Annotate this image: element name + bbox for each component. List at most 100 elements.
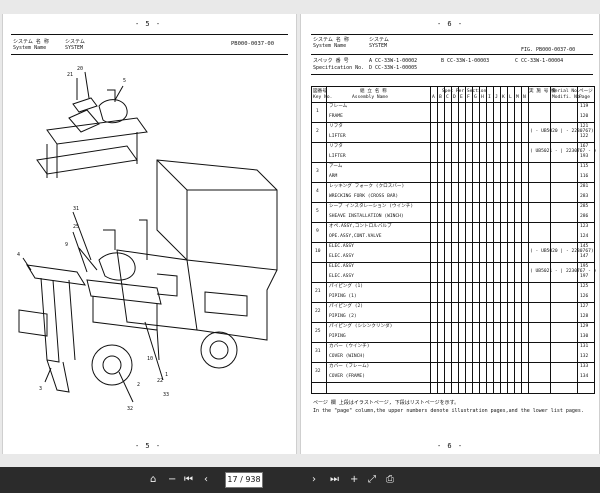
spec-col-j: J (495, 95, 498, 100)
spec-col-d: D (453, 95, 456, 100)
chevron-left-icon[interactable]: ‹ (204, 474, 208, 485)
col-line (550, 87, 551, 393)
row-2-en: LIFTER (329, 134, 346, 139)
header-key-jp: 図番号 (313, 89, 327, 94)
header-serial-jp: 実 施 号 機 (529, 89, 556, 94)
viewer-toolbar: ⌂ − ⏮ ‹ 17 / 938 › ⏭ + ⤢ ⎙ (0, 467, 600, 493)
row-14-key: 32 (315, 369, 321, 374)
row-6-page-list: 286 (580, 214, 589, 219)
header-page-jp: ページ (579, 89, 593, 94)
last-page-icon[interactable]: ⏭ (330, 474, 339, 485)
row-5-key: 4 (316, 189, 319, 194)
row-7-jp: オペ.ASSY,コントロルバルブ (329, 224, 392, 229)
row-8-page-list: 147 (580, 254, 589, 259)
parts-table: 図番号 Key No. 組 立 名 称 Assembly Name Spec P… (311, 86, 597, 394)
zoom-out-icon[interactable]: − (168, 474, 177, 485)
row-divider (312, 322, 594, 323)
col-line (479, 87, 480, 393)
col-line (493, 87, 494, 393)
row-14-jp: カバー (フレーム) (329, 364, 370, 369)
right-page: - 6 - システム 名 称 System Name システム SYSTEM F… (300, 14, 600, 454)
spec-c: C CC-33W-1-00004 (515, 58, 564, 64)
print-icon[interactable]: ⎙ (386, 474, 394, 485)
callout-25: 25 (73, 224, 79, 230)
col-line (500, 87, 501, 393)
header-modif: Modifi. No. (552, 95, 583, 100)
header-key-en: Key No. (313, 95, 333, 100)
col-line (326, 87, 327, 393)
page-number-bottom: - 6 - (437, 442, 464, 450)
row-8-jp: ELEC.ASSY (329, 244, 354, 249)
col-line (444, 87, 445, 393)
row-11-key: 22 (315, 309, 321, 314)
row-1-jp: フレーム (329, 104, 348, 109)
zoom-in-icon[interactable]: + (350, 474, 359, 485)
row-3-serial: ( UB5021 - | 2230767 - ) (530, 149, 597, 154)
row-divider (312, 302, 594, 303)
row-10-jp: パイピング (1) (329, 284, 364, 289)
header-serial-en: Serial No. (552, 89, 580, 94)
callout-22: 22 (157, 378, 163, 384)
row-11-page-list: 128 (580, 314, 589, 319)
row-10-page-list: 126 (580, 294, 589, 299)
system-name-en: System Name (13, 45, 47, 51)
row-9-page-list: 197 (580, 274, 589, 279)
row-5-en: WRECKING FORK (CROSS BAR) (329, 194, 399, 199)
row-13-jp: カバー (ウインチ) (329, 344, 370, 349)
row-1-en: FRAME (329, 114, 343, 119)
col-line (514, 87, 515, 393)
doc-code: PB000-0037-00 (231, 41, 275, 47)
row-6-jp: シーブ インスタレーション (ウインチ) (329, 204, 414, 209)
system-name-en: System Name (313, 43, 347, 49)
system-name-jp: システム 名 称 (13, 39, 49, 45)
callout-3: 3 (39, 386, 42, 392)
callout-4: 4 (17, 252, 20, 258)
spec-rule (311, 54, 593, 55)
fit-page-icon[interactable]: ⤢ (368, 474, 376, 485)
page-number-top: - 6 - (437, 20, 464, 28)
exploded-view-illustration: 20 21 5 31 9 4 25 10 1 2 32 3 22 33 (17, 66, 278, 412)
row-divider (312, 122, 594, 123)
row-7-en: OPE.ASSY,CONT.VALVE (329, 234, 382, 239)
row-4-en: ARM (329, 174, 338, 179)
home-icon[interactable]: ⌂ (150, 474, 157, 485)
row-divider (312, 242, 594, 243)
spec-col-k: K (502, 95, 505, 100)
col-line (437, 87, 438, 393)
row-4-page-illus: 115 (580, 164, 589, 169)
row-7-page-list: 124 (580, 234, 589, 239)
row-5-jp: レッキング フォーク (クロスバー) (329, 184, 405, 189)
row-3-page-list: 193 (580, 154, 589, 159)
callout-5: 5 (123, 78, 126, 84)
spec-number-en: Specification No. (313, 65, 365, 71)
row-7-page-illus: 123 (580, 224, 589, 229)
row-divider (312, 142, 594, 143)
header-divider (312, 102, 594, 103)
row-divider (312, 282, 594, 283)
row-13-key: 31 (315, 349, 321, 354)
callout-21: 21 (67, 72, 73, 78)
row-3-en: LIFTER (329, 154, 346, 159)
spec-col-l: L (509, 95, 512, 100)
system-name-jp: システム 名 称 (313, 37, 349, 43)
spec-a: A CC-33W-1-00002 (369, 58, 418, 64)
chevron-right-icon[interactable]: › (312, 474, 316, 485)
row-divider (312, 182, 594, 183)
row-divider (312, 382, 594, 383)
header-assembly-jp: 組 立 名 称 (360, 89, 387, 94)
header-assembly-en: Assembly Name (352, 95, 388, 100)
first-page-icon[interactable]: ⏮ (184, 474, 193, 485)
spec-col-b: B (439, 95, 442, 100)
row-12-jp: パイピング (シシンクリンダ) (329, 324, 393, 329)
page-number-input[interactable]: 17 / 938 (225, 472, 263, 488)
row-4-jp: アーム (329, 164, 343, 169)
system-value-en: SYSTEM (369, 43, 388, 49)
row-9-en: ELEC.ASSY (329, 274, 354, 279)
header-rule (11, 34, 288, 35)
spec-col-m: M (516, 95, 519, 100)
row-4-page-list: 116 (580, 174, 589, 179)
row-9-serial: ( UB5021 - | 2230767 - ) (530, 269, 597, 274)
row-3-jp: リフタ (329, 144, 343, 149)
row-2-key: 2 (316, 129, 319, 134)
row-divider (312, 222, 594, 223)
